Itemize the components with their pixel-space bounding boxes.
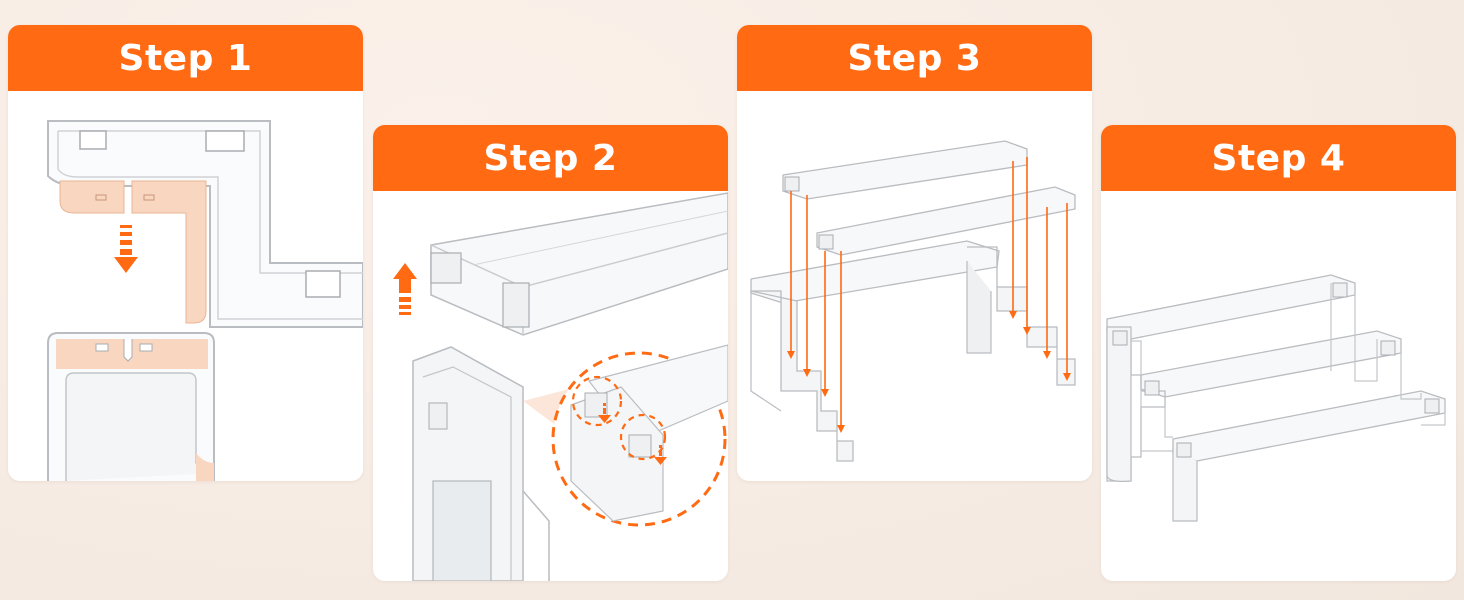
bottom-shelf [750, 240, 1000, 304]
step-2-label: Step 2 [483, 137, 618, 179]
slot-2 [205, 130, 245, 152]
step-1-header: Step 1 [8, 25, 363, 91]
step-3-card: Step 3 [737, 25, 1092, 481]
highlight-right [131, 180, 207, 324]
tier-bottom [1172, 390, 1446, 462]
step-3-label: Step 3 [847, 37, 982, 79]
step-2-header: Step 2 [373, 125, 728, 191]
tier-middle [1140, 330, 1402, 398]
step-4-card: Step 4 [1101, 125, 1456, 581]
tier-top [1106, 274, 1356, 340]
step-4-label: Step 4 [1211, 137, 1346, 179]
arrow-up-icon [393, 263, 417, 315]
right-frame [1330, 283, 1446, 426]
zoom-detail [551, 344, 728, 527]
step-4-header: Step 4 [1101, 125, 1456, 191]
slot-3 [305, 270, 341, 298]
arrow-down-icon [598, 403, 611, 423]
step-3-illustration [737, 91, 1092, 481]
step-1-label: Step 1 [118, 37, 253, 79]
top-shelf [782, 140, 1028, 200]
guide-arrows [787, 157, 1071, 433]
step-1-card: Step 1 [8, 25, 363, 481]
step-2-illustration [373, 191, 728, 581]
step-2-card: Step 2 [373, 125, 728, 581]
arrow-down-icon [654, 445, 667, 465]
step-3-header: Step 3 [737, 25, 1092, 91]
slot-1 [79, 130, 107, 150]
left-leg [750, 290, 854, 462]
step-1-illustration [8, 91, 363, 481]
arrow-down-icon [114, 225, 138, 273]
middle-shelf [816, 186, 1076, 256]
highlight-left [59, 180, 125, 214]
step-4-illustration [1101, 191, 1456, 581]
